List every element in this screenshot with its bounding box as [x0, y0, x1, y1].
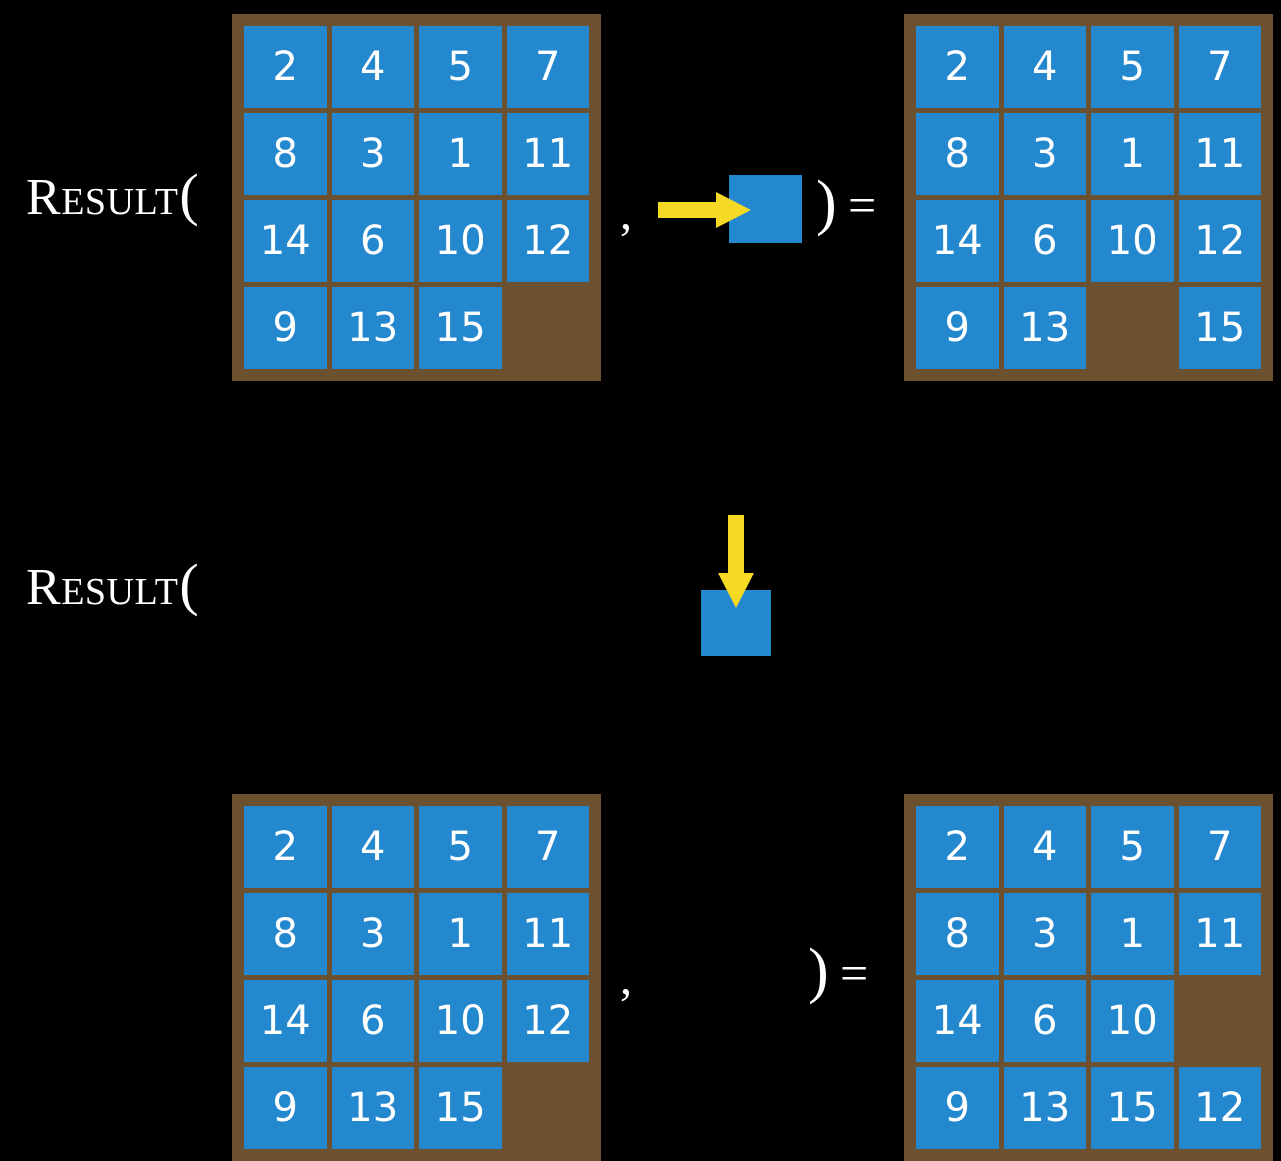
tile[interactable]: 15 — [419, 1067, 502, 1149]
equals-sign-2: = — [840, 945, 869, 1001]
paren-close-2: ) — [808, 937, 829, 1005]
tile[interactable]: 13 — [1003, 1067, 1086, 1149]
tile[interactable]: 5 — [419, 26, 502, 108]
tile[interactable]: 5 — [419, 806, 502, 888]
tile[interactable]: 10 — [419, 980, 502, 1062]
tile[interactable]: 15 — [1091, 1067, 1174, 1149]
tile[interactable]: 14 — [244, 200, 327, 282]
puzzle-board-before-2: 2 4 5 7 8 3 1 11 14 6 10 12 9 13 15 — [232, 794, 601, 1161]
arrow-right-icon — [658, 192, 751, 228]
tile[interactable]: 8 — [916, 113, 999, 195]
tile[interactable]: 13 — [331, 287, 414, 369]
tile-blank — [1179, 980, 1262, 1062]
result-label-smallcaps: ESULT — [61, 571, 179, 613]
tile[interactable]: 13 — [1003, 287, 1086, 369]
paren-open-1: ( — [179, 162, 200, 227]
tile-blank — [507, 287, 590, 369]
puzzle-board-after-2: 2 4 5 7 8 3 1 11 14 6 10 9 13 15 12 — [904, 794, 1273, 1161]
tile[interactable]: 9 — [244, 1067, 327, 1149]
tile[interactable]: 11 — [506, 893, 589, 975]
tile[interactable]: 4 — [1003, 26, 1086, 108]
tile[interactable]: 12 — [506, 200, 589, 282]
tile[interactable]: 1 — [1091, 893, 1174, 975]
tile[interactable]: 10 — [1091, 200, 1174, 282]
tile[interactable]: 3 — [331, 893, 414, 975]
tile[interactable]: 12 — [506, 980, 589, 1062]
tile[interactable]: 15 — [1178, 287, 1261, 369]
tile[interactable]: 14 — [916, 200, 999, 282]
tile[interactable]: 4 — [331, 26, 414, 108]
tile[interactable]: 2 — [916, 806, 999, 888]
tile[interactable]: 10 — [419, 200, 502, 282]
action-area-1 — [640, 0, 870, 390]
tile[interactable]: 4 — [331, 806, 414, 888]
tile[interactable]: 8 — [916, 893, 999, 975]
tile[interactable]: 15 — [419, 287, 502, 369]
paren-close-1: ) — [816, 169, 837, 237]
tile[interactable]: 3 — [1003, 113, 1086, 195]
tile[interactable]: 6 — [331, 980, 414, 1062]
tile[interactable]: 1 — [419, 113, 502, 195]
tile[interactable]: 9 — [916, 287, 999, 369]
comma-separator-1: , — [620, 187, 632, 240]
tile[interactable]: 4 — [1003, 806, 1086, 888]
tile[interactable]: 14 — [244, 980, 327, 1062]
tile[interactable]: 6 — [1003, 980, 1086, 1062]
tile[interactable]: 7 — [506, 806, 589, 888]
tile[interactable]: 1 — [419, 893, 502, 975]
equals-sign-1: = — [848, 177, 877, 233]
tile[interactable]: 5 — [1091, 26, 1174, 108]
tile[interactable]: 9 — [244, 287, 327, 369]
tile[interactable]: 12 — [1178, 1067, 1261, 1149]
result-label-initial: R — [26, 169, 62, 226]
tile[interactable]: 11 — [506, 113, 589, 195]
puzzle-board-before-1: 2 4 5 7 8 3 1 11 14 6 10 12 9 13 15 — [232, 14, 601, 381]
tile-blank — [507, 1067, 590, 1149]
tile[interactable]: 14 — [916, 980, 999, 1062]
tile[interactable]: 2 — [916, 26, 999, 108]
tile[interactable]: 3 — [1003, 893, 1086, 975]
tile[interactable]: 10 — [1091, 980, 1174, 1062]
tile[interactable]: 2 — [244, 26, 327, 108]
result-label-initial: R — [26, 559, 62, 616]
paren-open-2: ( — [179, 552, 200, 617]
tile[interactable]: 9 — [916, 1067, 999, 1149]
tile-blank — [1091, 287, 1174, 369]
arrow-down-icon — [718, 515, 754, 608]
puzzle-board-after-1: 2 4 5 7 8 3 1 11 14 6 10 12 9 13 15 — [904, 14, 1273, 381]
tile[interactable]: 11 — [1178, 113, 1261, 195]
tile[interactable]: 6 — [1003, 200, 1086, 282]
result-label-smallcaps: ESULT — [61, 181, 179, 223]
tile[interactable]: 3 — [331, 113, 414, 195]
tile[interactable]: 1 — [1091, 113, 1174, 195]
tile[interactable]: 6 — [331, 200, 414, 282]
comma-separator-2: , — [620, 952, 632, 1005]
tile[interactable]: 5 — [1091, 806, 1174, 888]
tile[interactable]: 13 — [331, 1067, 414, 1149]
tile[interactable]: 7 — [1178, 806, 1261, 888]
tile[interactable]: 8 — [244, 113, 327, 195]
action-area-2 — [640, 390, 870, 780]
tile[interactable]: 2 — [244, 806, 327, 888]
tile[interactable]: 12 — [1178, 200, 1261, 282]
tile[interactable]: 11 — [1178, 893, 1261, 975]
tile[interactable]: 7 — [506, 26, 589, 108]
tile[interactable]: 8 — [244, 893, 327, 975]
tile[interactable]: 7 — [1178, 26, 1261, 108]
